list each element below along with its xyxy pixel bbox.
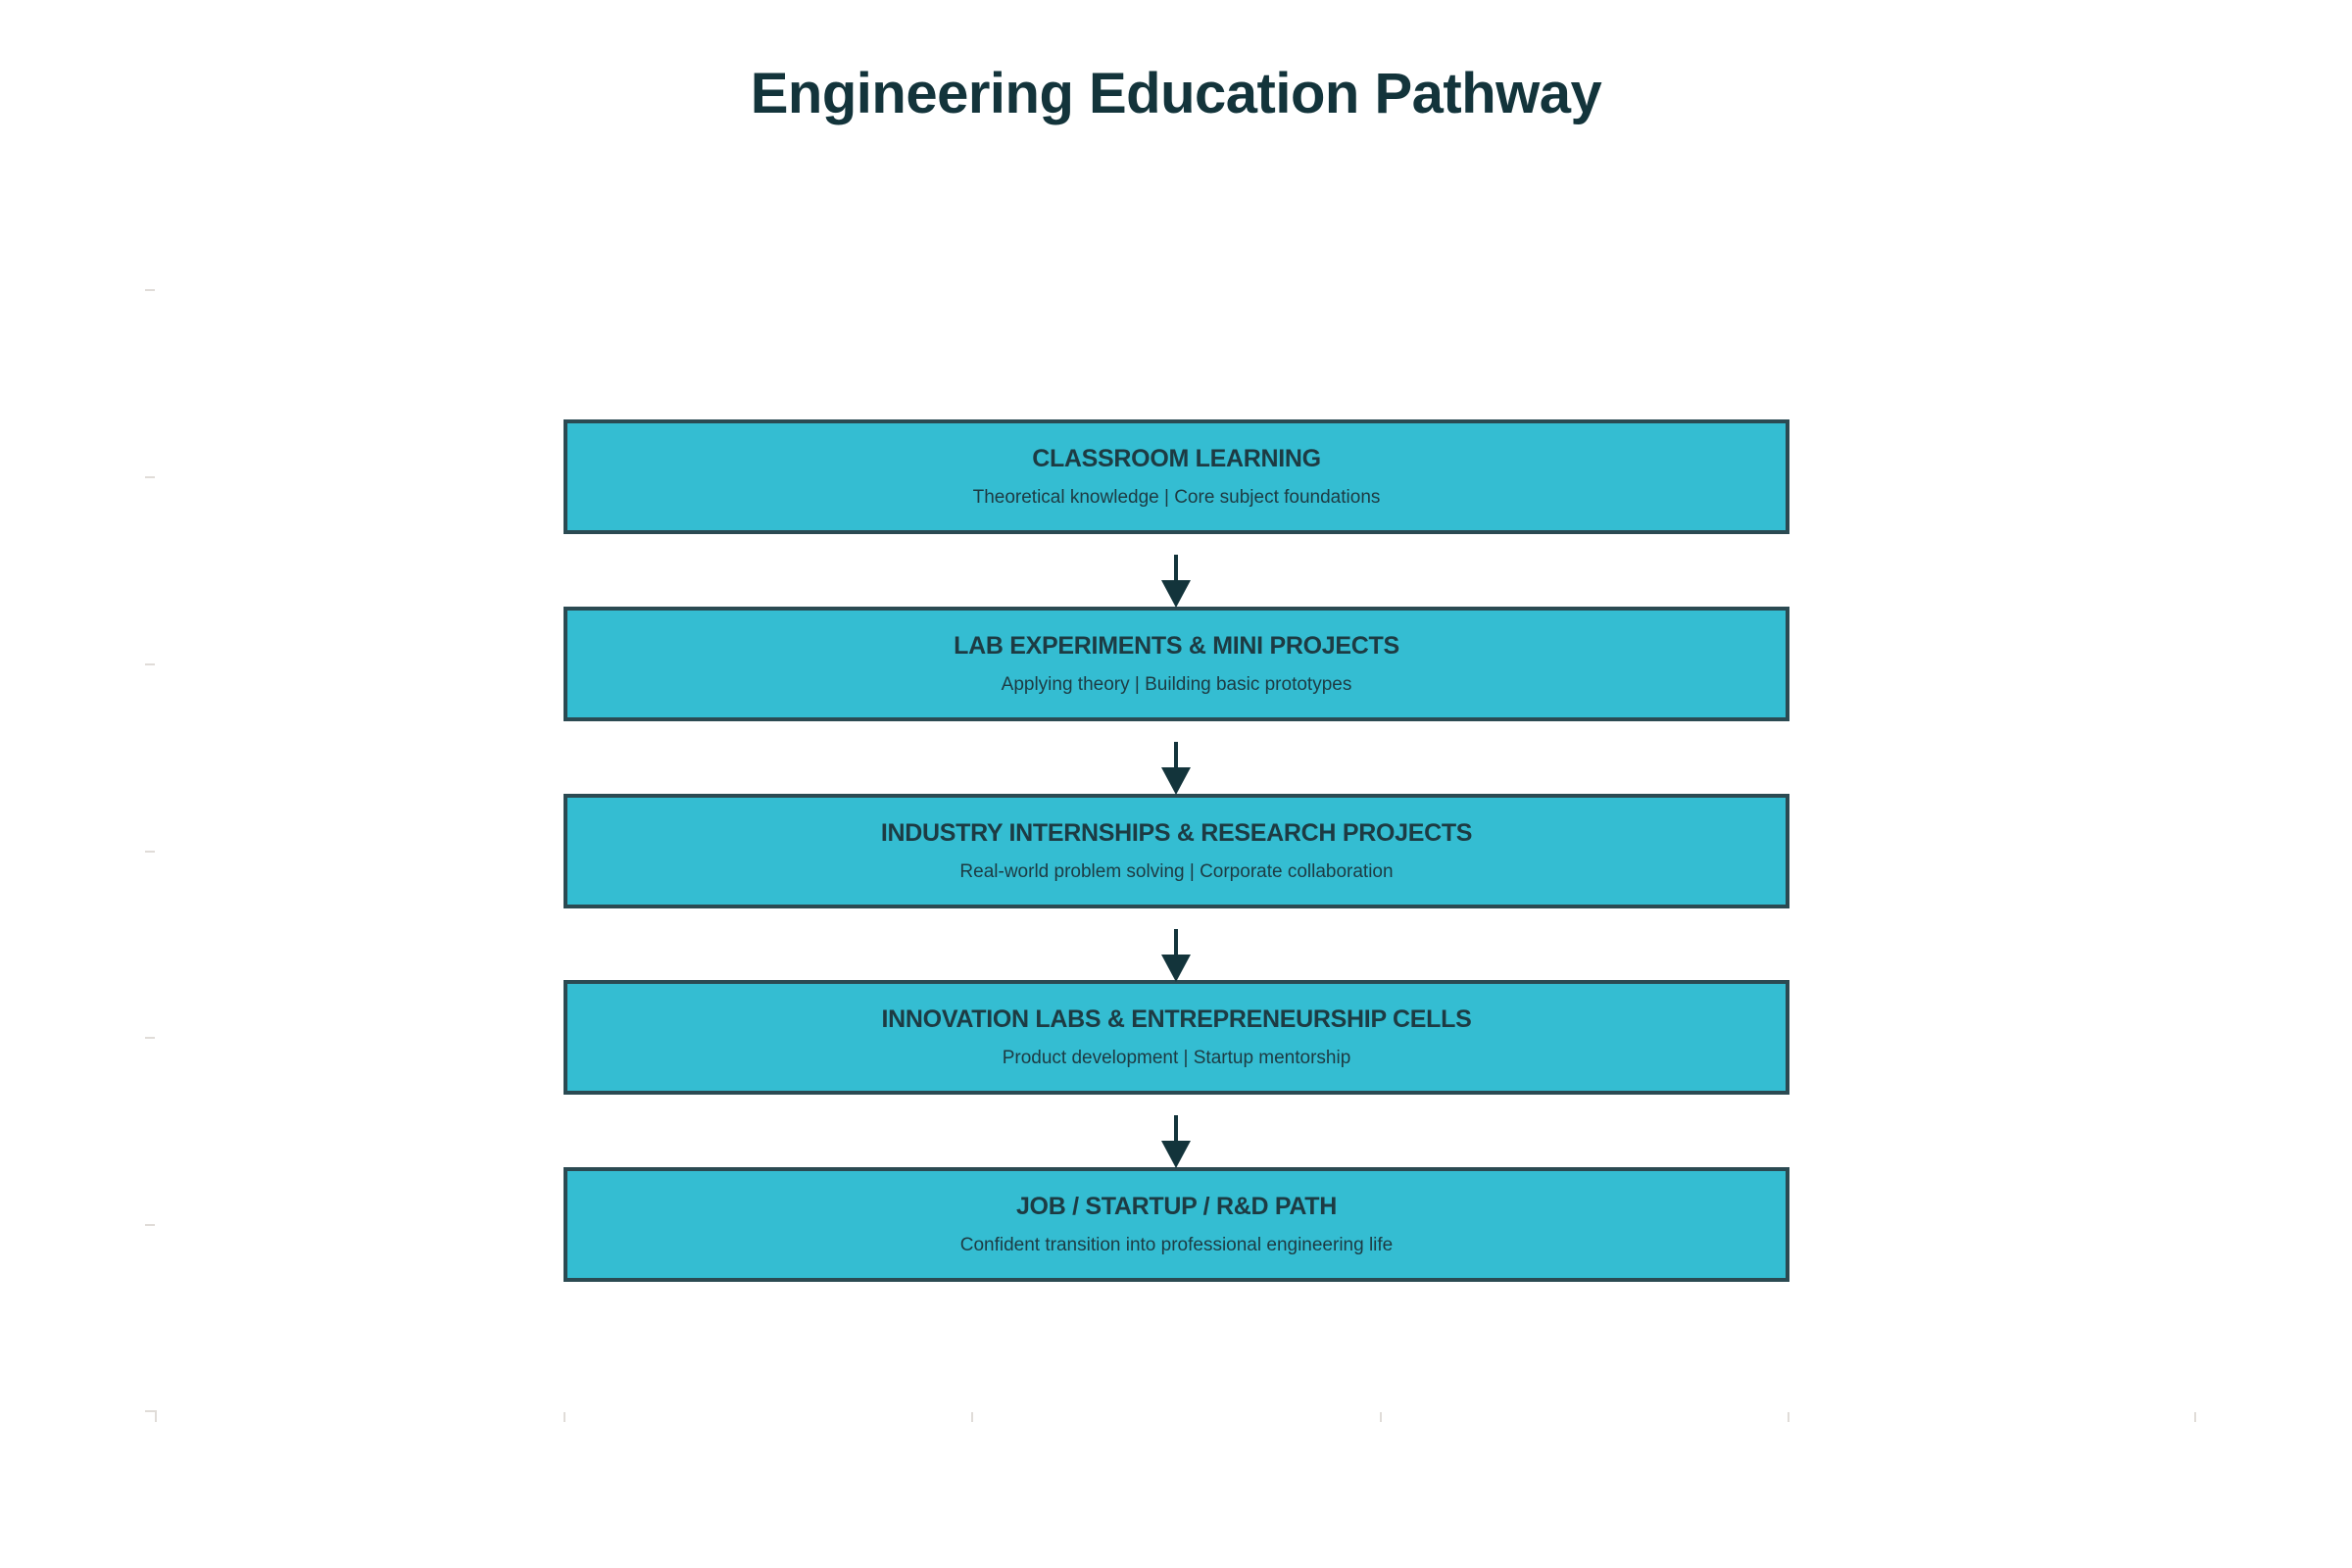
y-axis-tick (145, 663, 155, 665)
stage-title: JOB / STARTUP / R&D PATH (1015, 1193, 1338, 1220)
stage-title: INDUSTRY INTERNSHIPS & RESEARCH PROJECTS (880, 819, 1473, 847)
stage-description: Applying theory | Building basic prototy… (1001, 674, 1352, 695)
x-axis-tick (971, 1412, 973, 1422)
y-axis-tick (145, 1037, 155, 1039)
axis-corner-tick (155, 1410, 157, 1422)
x-axis-tick (2194, 1412, 2196, 1422)
stage-box-lab-experiments: LAB EXPERIMENTS & MINI PROJECTS Applying… (564, 607, 1789, 721)
arrow-down-icon (1161, 1115, 1191, 1168)
y-axis-tick (145, 1224, 155, 1226)
stage-title: LAB EXPERIMENTS & MINI PROJECTS (954, 632, 1399, 660)
stage-box-innovation-labs: INNOVATION LABS & ENTREPRENEURSHIP CELLS… (564, 980, 1789, 1095)
stage-title: INNOVATION LABS & ENTREPRENEURSHIP CELLS (881, 1005, 1472, 1033)
arrow-down-icon (1161, 929, 1191, 982)
stage-title: CLASSROOM LEARNING (1032, 445, 1321, 472)
diagram-title: Engineering Education Pathway (750, 62, 1602, 125)
stage-box-career-path: JOB / STARTUP / R&D PATH Confident trans… (564, 1167, 1789, 1282)
stage-description: Real-world problem solving | Corporate c… (959, 861, 1394, 882)
x-axis-tick (1788, 1412, 1789, 1422)
y-axis-tick (145, 476, 155, 478)
stage-box-industry-internships: INDUSTRY INTERNSHIPS & RESEARCH PROJECTS… (564, 794, 1789, 908)
y-axis-tick (145, 851, 155, 853)
stage-description: Confident transition into professional e… (959, 1235, 1394, 1255)
arrow-down-icon (1161, 742, 1191, 795)
axis-corner-tick (145, 1410, 157, 1412)
stage-description: Theoretical knowledge | Core subject fou… (972, 487, 1381, 508)
stage-box-classroom-learning: CLASSROOM LEARNING Theoretical knowledge… (564, 419, 1789, 534)
stage-description: Product development | Startup mentorship (1002, 1048, 1351, 1068)
x-axis-tick (1380, 1412, 1382, 1422)
x-axis-tick (564, 1412, 565, 1422)
y-axis-tick (145, 289, 155, 291)
arrow-down-icon (1161, 555, 1191, 608)
